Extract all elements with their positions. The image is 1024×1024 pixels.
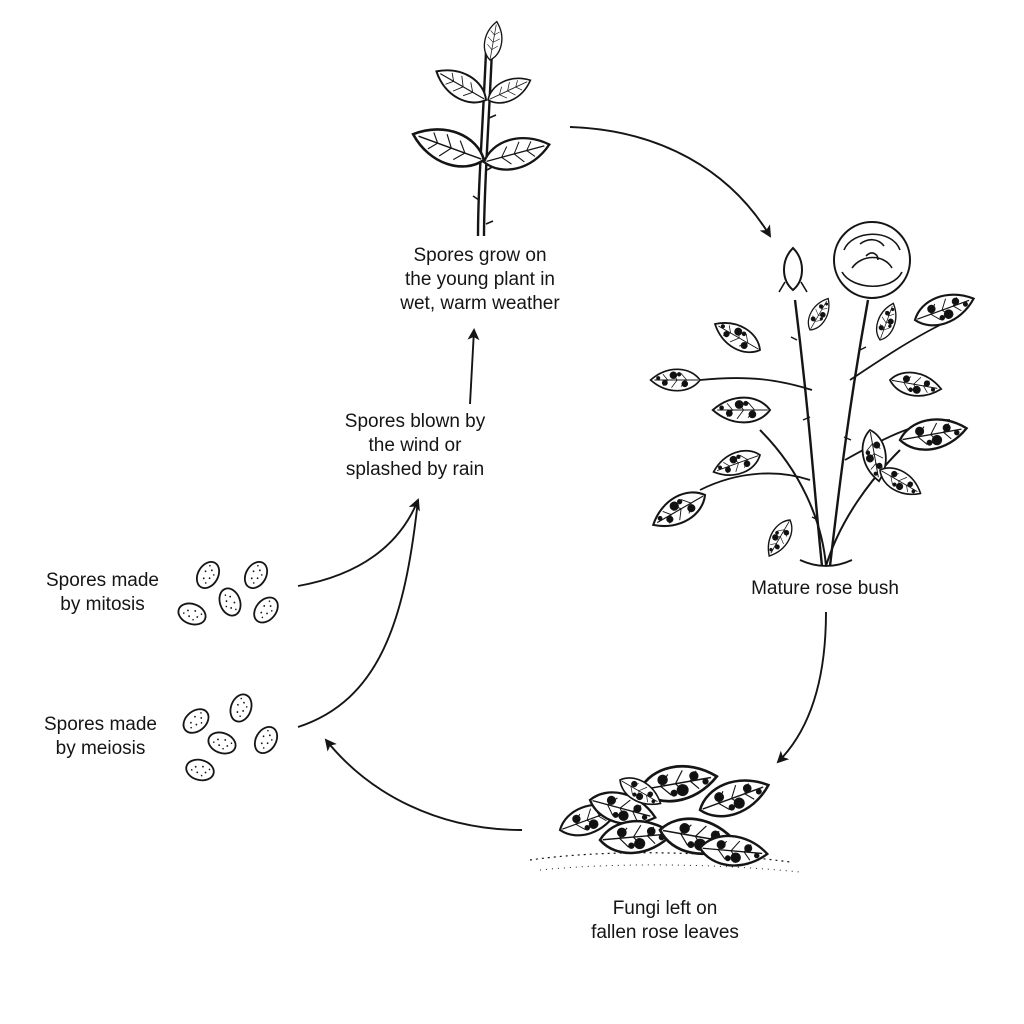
mature-bush-label: Mature rose bush bbox=[751, 578, 899, 599]
fallen-leaves-illustration bbox=[529, 760, 801, 873]
meiosis-spores bbox=[177, 690, 283, 785]
young-plant-label: Spores grow on the young plant in wet, w… bbox=[400, 245, 560, 314]
arrow-leaves-to-spores bbox=[324, 738, 523, 831]
rose-flower bbox=[833, 221, 911, 299]
mitosis-label: Spores made by mitosis bbox=[45, 570, 159, 615]
arrow-wind-to-plant bbox=[467, 328, 480, 405]
fallen-leaves-label: Fungi left on fallen rose leaves bbox=[591, 898, 739, 943]
arrow-plant-to-bush bbox=[569, 126, 772, 238]
mature-rose-bush-illustration bbox=[647, 221, 979, 567]
rose-bud bbox=[778, 246, 808, 293]
arrow-meiosis-to-wind bbox=[297, 499, 419, 728]
mitosis-spores bbox=[174, 556, 284, 630]
cycle-arrows bbox=[297, 126, 827, 831]
young-plant-illustration bbox=[406, 19, 555, 237]
wind-rain-label: Spores blown by the wind or splashed by … bbox=[344, 411, 486, 480]
arrow-mitosis-to-wind bbox=[297, 498, 420, 587]
arrow-bush-to-leaves bbox=[776, 611, 827, 764]
meiosis-label: Spores made by meiosis bbox=[43, 714, 157, 759]
